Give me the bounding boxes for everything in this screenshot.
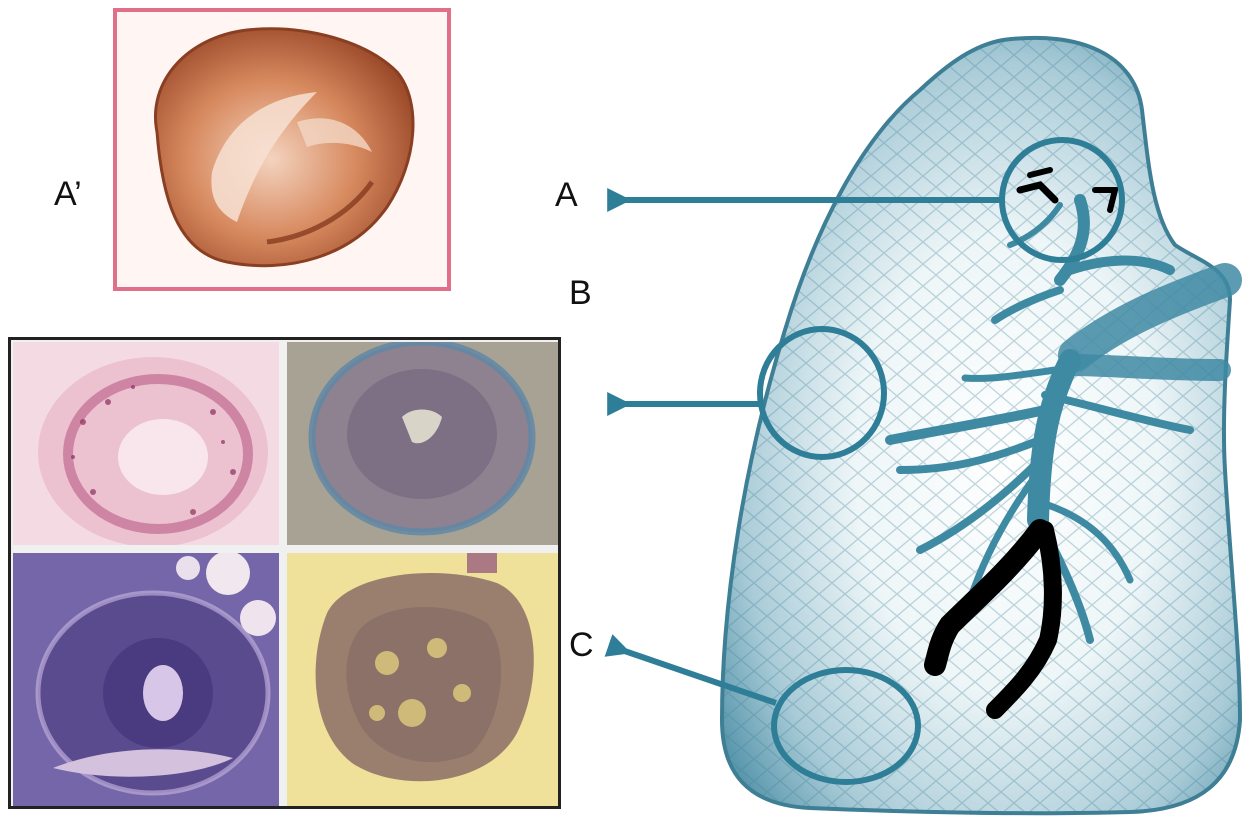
lung-diagram <box>0 0 1252 833</box>
